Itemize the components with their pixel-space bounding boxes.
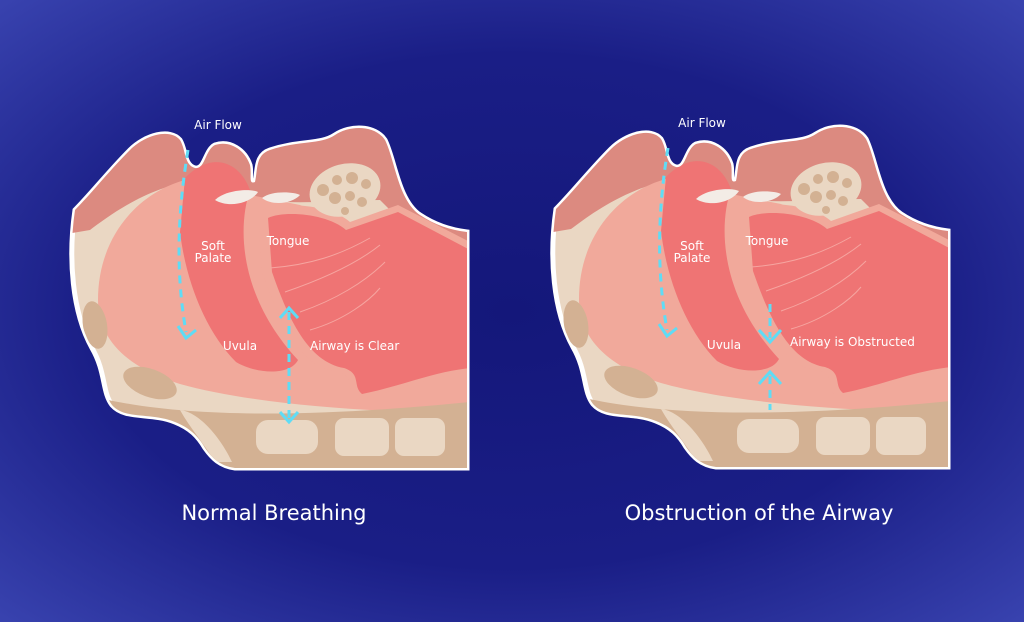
label-soft: Soft [680,239,704,253]
arrow-down-icon [757,328,783,345]
label-palate: Palate [195,251,232,265]
label-soft: Soft [201,239,225,253]
air-flow-arrow [177,149,190,333]
arrow-up-icon [757,369,783,386]
panel-obstructed-airway: Air Flow Soft Palate Tongue Uvula Airway… [541,109,961,525]
label-air-flow: Air Flow [678,116,726,130]
label-air-flow: Air Flow [194,118,242,132]
arrow-down-icon [278,410,300,425]
air-flow-arrow-head [176,325,197,341]
label-airway-status: Airway is Clear [310,339,399,353]
label-uvula: Uvula [707,338,741,352]
label-tongue: Tongue [745,234,789,248]
air-flow-arrow-head [657,323,678,339]
label-palate: Palate [674,251,711,265]
label-uvula: Uvula [223,339,257,353]
panel-title: Obstruction of the Airway [625,501,894,525]
label-tongue: Tongue [266,234,310,248]
panel-title: Normal Breathing [181,501,366,525]
panel-normal-breathing: Air Flow Soft Palate Tongue Uvula Airway… [60,110,480,525]
air-flow-arrow [658,147,670,331]
arrow-up-icon [278,305,300,320]
label-airway-status: Airway is Obstructed [790,335,915,349]
